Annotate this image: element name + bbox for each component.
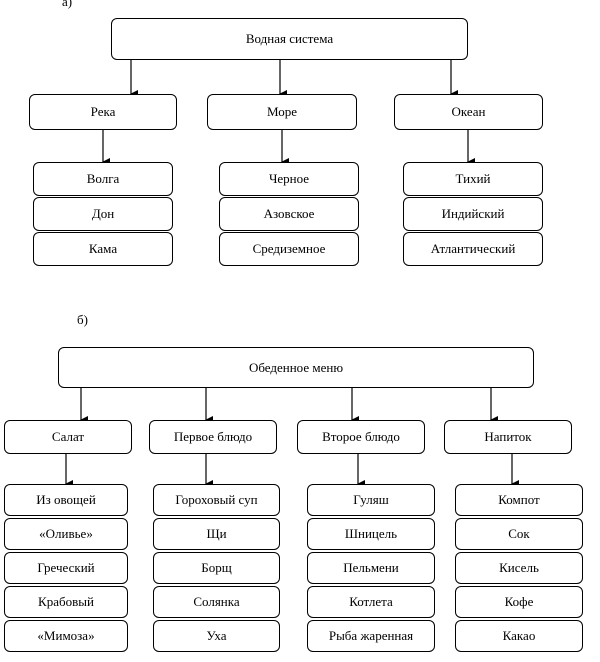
diagram-a-root: Водная система (111, 18, 468, 60)
item-gorokhovyy-sup: Гороховый суп (153, 484, 280, 516)
item-azovskoe: Азовское (219, 197, 359, 231)
item-kama: Кама (33, 232, 173, 266)
item-solyanka: Солянка (153, 586, 280, 618)
item-kofe: Кофе (455, 586, 583, 618)
item-sok: Сок (455, 518, 583, 550)
group-salat: Салат (4, 420, 132, 454)
group-pervoe-blyudo: Первое блюдо (149, 420, 277, 454)
diagram-b-label: б) (77, 312, 88, 327)
item-ukha: Уха (153, 620, 280, 652)
item-kompot: Компот (455, 484, 583, 516)
item-don: Дон (33, 197, 173, 231)
item-krabovyy: Крабовый (4, 586, 128, 618)
item-shnitsel: Шницель (307, 518, 435, 550)
item-borshch: Борщ (153, 552, 280, 584)
item-chernoe: Черное (219, 162, 359, 196)
item-shchi: Щи (153, 518, 280, 550)
item-olivye: «Оливье» (4, 518, 128, 550)
item-volga: Волга (33, 162, 173, 196)
diagram-b-root: Обеденное меню (58, 347, 534, 388)
item-tikhiy: Тихий (403, 162, 543, 196)
item-sredizemnoe: Средиземное (219, 232, 359, 266)
group-more: Море (207, 94, 357, 130)
item-iz-ovoshchey: Из овощей (4, 484, 128, 516)
group-okean: Океан (394, 94, 543, 130)
item-atlanticheskiy: Атлантический (403, 232, 543, 266)
item-grecheskiy: Греческий (4, 552, 128, 584)
group-napitok: Напиток (444, 420, 572, 454)
item-indiyskiy: Индийский (403, 197, 543, 231)
group-vtoroe-blyudo: Второе блюдо (297, 420, 425, 454)
item-mimoza: «Мимоза» (4, 620, 128, 652)
item-gulyash: Гуляш (307, 484, 435, 516)
item-pelmeni: Пельмени (307, 552, 435, 584)
item-kisel: Кисель (455, 552, 583, 584)
diagram-a-label: а) (62, 0, 73, 9)
item-kotleta: Котлета (307, 586, 435, 618)
item-ryba-zharennaya: Рыба жаренная (307, 620, 435, 652)
group-reka: Река (29, 94, 177, 130)
item-kakao: Какао (455, 620, 583, 652)
